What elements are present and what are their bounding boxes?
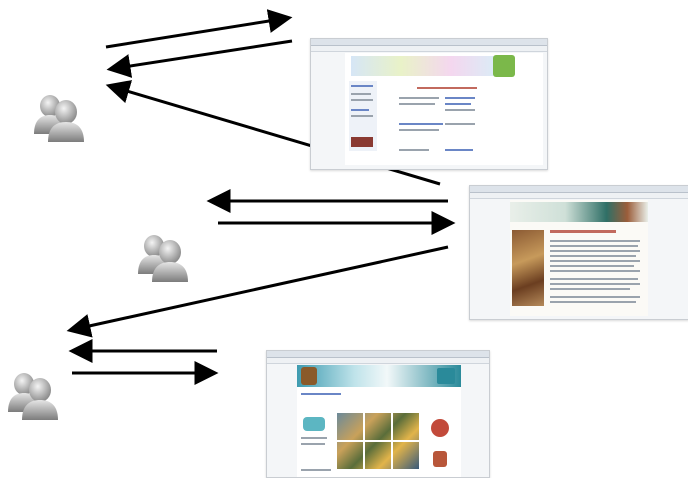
browser-toolbar — [267, 358, 489, 364]
website-screenshot-2 — [469, 185, 688, 320]
browser-titlebar — [470, 186, 688, 193]
user-group-icon — [138, 235, 188, 282]
arrow-site2-to-users3 — [66, 245, 449, 338]
arrow-users1-to-site1 — [105, 9, 293, 49]
user-group-icon — [8, 373, 58, 420]
browser-titlebar — [311, 39, 547, 46]
site-banner — [351, 56, 501, 76]
badge-icon — [431, 419, 449, 437]
website-screenshot-3 — [266, 350, 490, 478]
photo-collage — [337, 413, 419, 469]
site-emblem — [301, 367, 317, 385]
figure-image — [433, 451, 447, 467]
browser-toolbar — [470, 193, 688, 199]
site-banner — [297, 365, 461, 387]
map-image — [303, 417, 325, 431]
site-logo — [437, 368, 455, 384]
arrow-site1-to-users1 — [106, 39, 293, 78]
web-page — [510, 200, 648, 316]
user-group-icon — [34, 95, 84, 142]
web-page — [297, 365, 461, 477]
sidebar-image — [351, 137, 373, 147]
site-logo — [493, 55, 515, 77]
browser-toolbar — [311, 46, 547, 52]
site-banner — [510, 202, 648, 222]
site-photo — [512, 230, 544, 306]
browser-titlebar — [267, 351, 489, 358]
website-screenshot-1 — [310, 38, 548, 170]
web-page — [345, 53, 543, 165]
